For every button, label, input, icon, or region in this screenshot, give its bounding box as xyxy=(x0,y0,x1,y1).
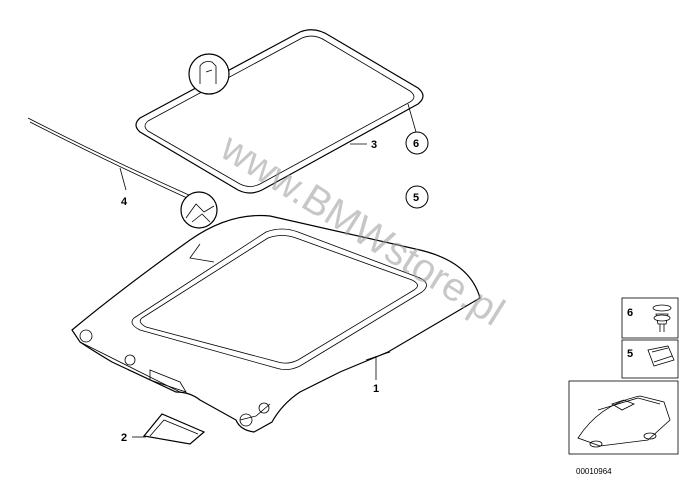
part-label-1: 1 xyxy=(373,383,379,395)
headliner xyxy=(71,214,481,433)
clip-rivet-icon xyxy=(652,304,672,332)
part-label-6: 6 xyxy=(413,138,419,150)
strip-detail-icon xyxy=(180,191,218,229)
cover-panel xyxy=(142,413,206,445)
part-label-4: 4 xyxy=(121,196,128,208)
bracket-icon xyxy=(647,345,675,367)
sunroof-seal-frame xyxy=(135,29,424,194)
vehicle-thumbnail xyxy=(568,380,679,455)
legend-panel: 6 5 xyxy=(621,297,679,379)
part-label-6-circle xyxy=(405,131,429,155)
seal-clip-detail-icon xyxy=(188,53,230,95)
legend-label-5: 5 xyxy=(627,348,633,360)
trim-strip xyxy=(27,117,201,205)
leader-lines xyxy=(119,103,417,438)
legend-label-6: 6 xyxy=(627,307,633,319)
reference-code: 00010964 xyxy=(576,467,612,476)
part-label-5: 5 xyxy=(413,192,419,204)
part-label-5-circle xyxy=(405,185,429,209)
part-label-2: 2 xyxy=(121,432,127,444)
part-label-3: 3 xyxy=(371,139,377,151)
